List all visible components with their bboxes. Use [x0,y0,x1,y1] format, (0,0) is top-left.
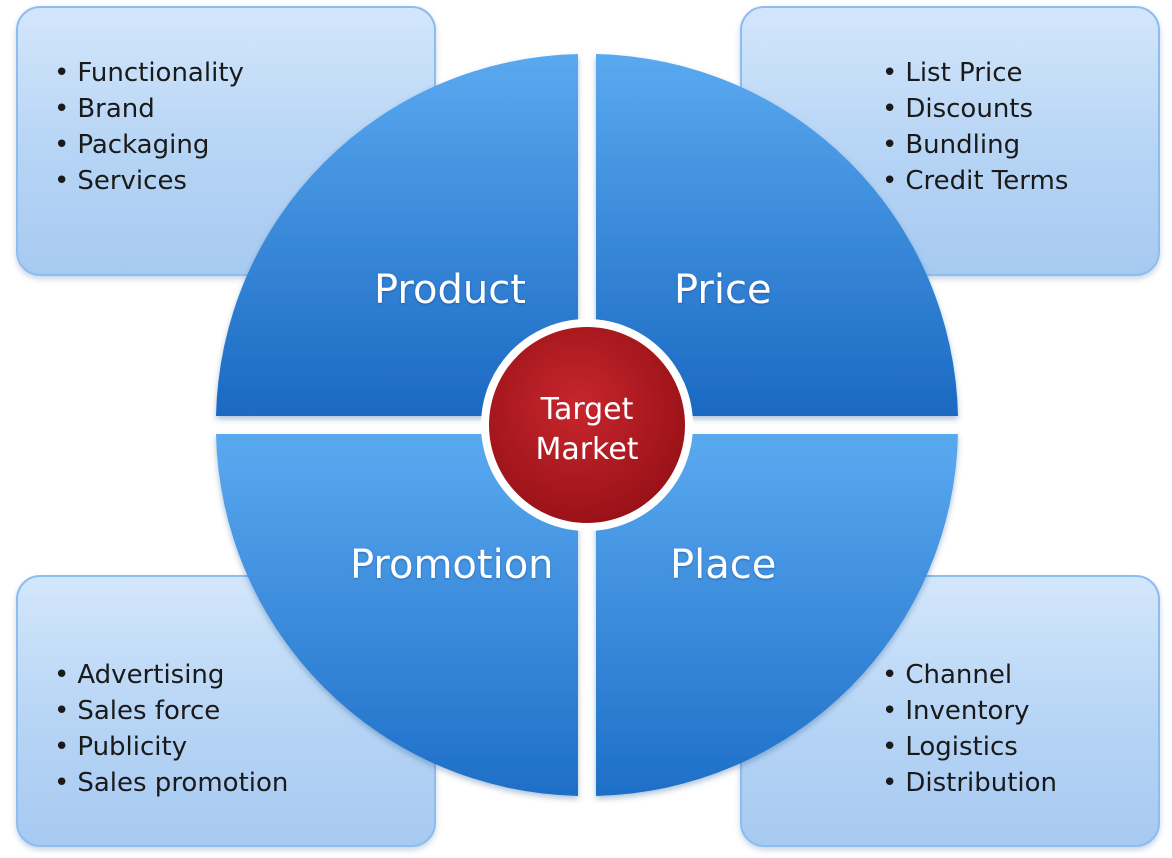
list-item: Logistics [882,729,1057,765]
list-item: List Price [882,55,1068,91]
list-item: Inventory [882,693,1057,729]
list-item: Functionality [54,55,244,91]
product-label: Product [374,267,526,313]
list-item: Services [54,163,244,199]
place-list: Channel Inventory Logistics Distribution [882,657,1057,801]
target-market-line1: Target [540,392,634,427]
list-item: Sales promotion [54,765,288,801]
target-market-label: Target Market [487,390,687,470]
list-item: Bundling [882,127,1068,163]
promotion-label: Promotion [350,542,554,588]
target-market-line2: Market [535,432,639,467]
list-item: Credit Terms [882,163,1068,199]
price-label: Price [674,267,772,313]
quadrant-product [216,54,578,416]
quadrant-price [596,54,958,416]
quadrant-place [596,434,958,796]
quadrant-promotion [216,434,578,796]
list-item: Packaging [54,127,244,163]
price-list: List Price Discounts Bundling Credit Ter… [882,55,1068,199]
promotion-list: Advertising Sales force Publicity Sales … [54,657,288,801]
list-item: Distribution [882,765,1057,801]
place-label: Place [670,542,777,588]
list-item: Brand [54,91,244,127]
list-item: Publicity [54,729,288,765]
list-item: Discounts [882,91,1068,127]
list-item: Advertising [54,657,288,693]
list-item: Sales force [54,693,288,729]
product-list: Functionality Brand Packaging Services [54,55,244,199]
list-item: Channel [882,657,1057,693]
